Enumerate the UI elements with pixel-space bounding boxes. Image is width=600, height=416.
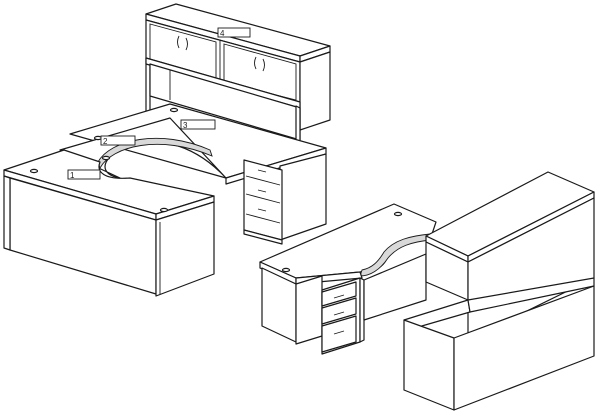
callout-4: 4 bbox=[217, 27, 251, 38]
callout-2-number: 2 bbox=[103, 137, 108, 146]
return-desk bbox=[259, 203, 437, 285]
callout-3-number: 3 bbox=[183, 121, 188, 130]
callout-2: 2 bbox=[100, 135, 136, 146]
main-desk bbox=[3, 149, 215, 297]
storage-tower bbox=[403, 171, 595, 411]
credenza-desk bbox=[69, 103, 327, 245]
callout-4-number: 4 bbox=[220, 29, 225, 38]
pedestal bbox=[321, 277, 365, 355]
l-desk-with-storage bbox=[259, 171, 595, 411]
callout-1: 1 bbox=[67, 169, 101, 180]
u-shape-desk-with-hutch bbox=[3, 3, 331, 297]
callout-3: 3 bbox=[180, 119, 216, 130]
callout-1-number: 1 bbox=[70, 171, 75, 180]
